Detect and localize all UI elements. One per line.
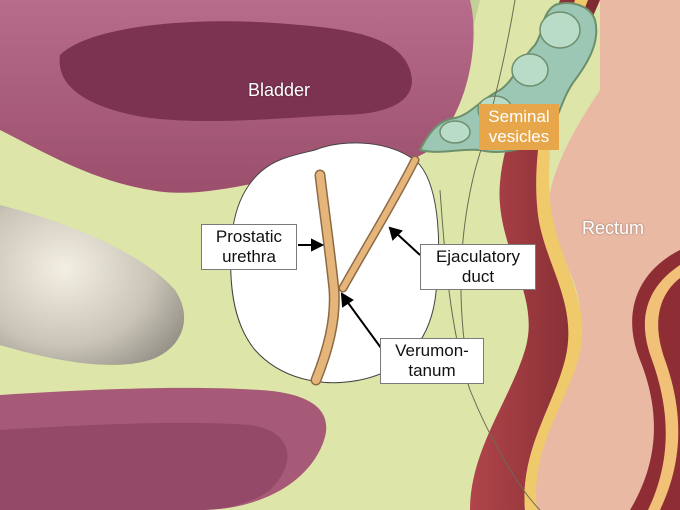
label-ejaculatory-duct: Ejaculatory duct bbox=[420, 244, 536, 290]
rectum-lumen-edge bbox=[644, 265, 680, 510]
arrow-prostatic-urethra bbox=[298, 238, 325, 252]
arrow-verumontanum bbox=[340, 292, 385, 353]
prostatic-urethra-tube-fill bbox=[312, 171, 339, 384]
vesicle-lobe bbox=[511, 53, 549, 87]
label-prostatic-urethra: Prostatic urethra bbox=[201, 224, 297, 270]
label-rectum: Rectum bbox=[582, 218, 645, 238]
arrow-ejaculatory-duct bbox=[388, 226, 421, 256]
pubic-bone bbox=[0, 205, 185, 365]
label-bladder: Bladder bbox=[248, 80, 311, 100]
bladder-lumen bbox=[59, 21, 412, 122]
label-verumontanum: Verumon- tanum bbox=[380, 338, 484, 384]
vesicle-lobe bbox=[539, 11, 581, 49]
ejaculatory-duct-tube-fill bbox=[340, 157, 418, 291]
rectum-inner-stripe bbox=[524, 0, 588, 510]
vesicle-lobe bbox=[439, 120, 471, 144]
label-seminal-vesicles: Seminal vesicles bbox=[479, 104, 559, 150]
fascia-line bbox=[460, 0, 516, 381]
lower-tissue-dark bbox=[0, 422, 288, 510]
